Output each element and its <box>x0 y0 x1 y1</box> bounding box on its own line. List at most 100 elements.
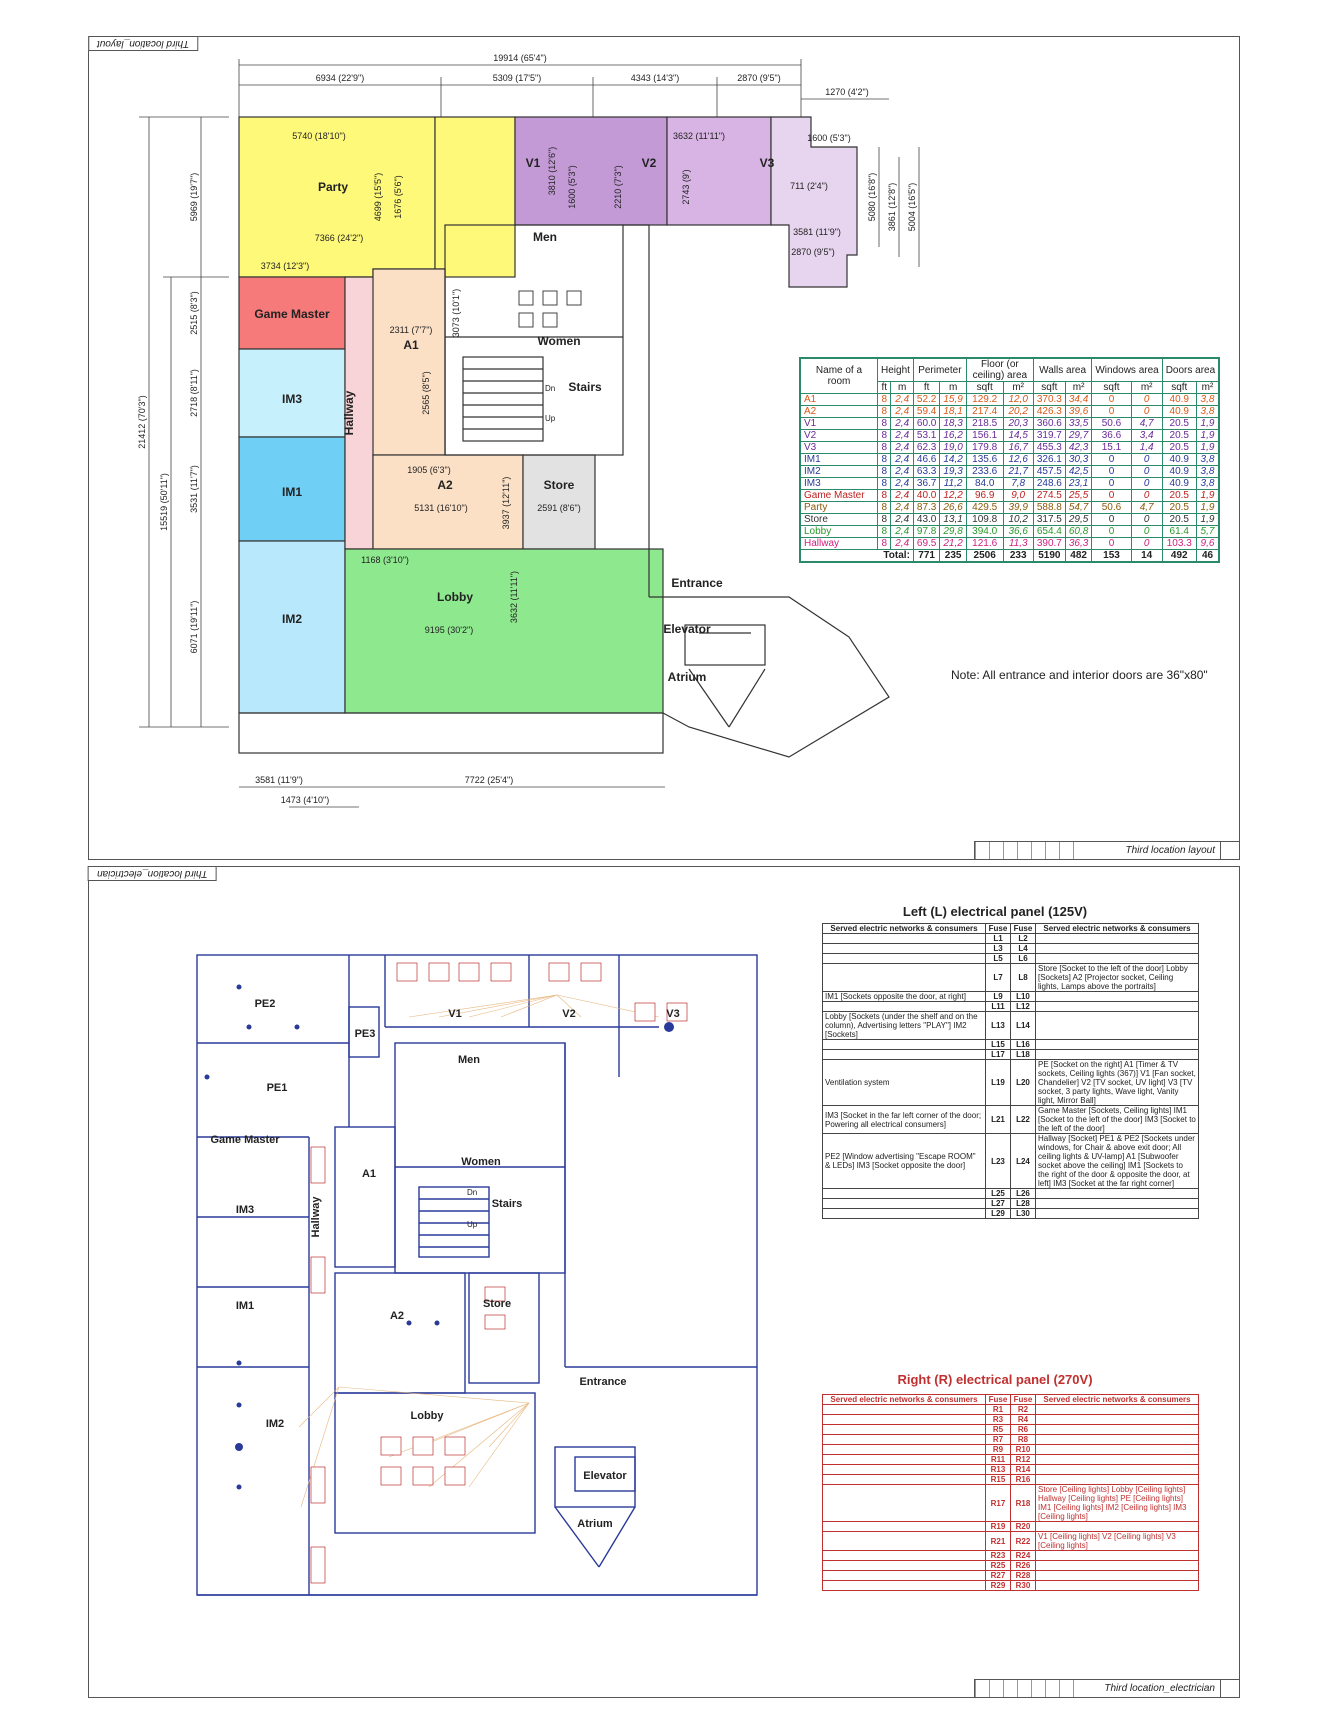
table-cell: 2,4 <box>890 489 914 502</box>
table-cell: 0 <box>1130 489 1163 502</box>
room-name-cell: V2 <box>799 429 878 442</box>
table-cell: 18,1 <box>939 405 967 418</box>
dim-v2-width: 3632 (11'11") <box>673 131 725 141</box>
table-cell: 15.1 <box>1091 441 1132 454</box>
table-cell: 14,2 <box>939 453 967 466</box>
elec-label-game-master: Game Master <box>210 1134 280 1146</box>
dim-v3-3581: 3581 (11'9") <box>793 227 841 237</box>
table-cell: 40.9 <box>1161 465 1197 478</box>
panel-left-desc <box>822 1434 986 1445</box>
table-cell: 2,4 <box>890 537 914 550</box>
room-label-stairs: Stairs <box>568 380 602 394</box>
panel-right-desc <box>1035 1474 1199 1485</box>
table-cell: 43.0 <box>912 513 941 526</box>
title-block: Third location layout <box>974 841 1239 860</box>
table-cell: 23,1 <box>1064 477 1093 490</box>
total-cell: 235 <box>939 549 967 563</box>
table-cell: 1,4 <box>1130 441 1163 454</box>
table-cell: 0 <box>1091 489 1132 502</box>
panel-right-desc <box>1035 1454 1199 1465</box>
panel-right-desc <box>1035 1444 1199 1455</box>
elec-label-pe3: PE3 <box>355 1028 376 1040</box>
th-windows-area: Windows area <box>1091 357 1163 382</box>
panel-left-desc: Ventilation system <box>822 1059 986 1106</box>
table-cell: 248.6 <box>1032 477 1066 490</box>
dim-h-2718: 2718 (8'11") <box>189 369 199 417</box>
fuse-cell: R6 <box>1010 1424 1036 1435</box>
panel-right-desc <box>1035 1188 1199 1199</box>
table-cell: 12,0 <box>1002 393 1034 406</box>
elec-label-im2: IM2 <box>266 1418 284 1430</box>
table-cell: 21,2 <box>939 537 967 550</box>
table-cell: 8 <box>876 441 892 454</box>
table-cell: 1,9 <box>1195 489 1220 502</box>
table-cell: 50.6 <box>1091 417 1132 430</box>
table-cell: 319.7 <box>1032 429 1066 442</box>
table-cell: 457.5 <box>1032 465 1066 478</box>
table-cell: 129.2 <box>965 393 1004 406</box>
table-cell: 0 <box>1091 453 1132 466</box>
table-cell: 12,2 <box>939 489 967 502</box>
table-cell: 36,6 <box>1002 525 1034 538</box>
panel-row: Lobby [Sockets (under the shelf and on t… <box>822 1011 1199 1040</box>
unit-cell: m² <box>1195 381 1220 394</box>
fuse-cell: R29 <box>985 1580 1011 1591</box>
dim-bottom-7722: 7722 (25'4") <box>465 775 513 785</box>
dim-a2-5131: 5131 (16'10") <box>414 503 467 513</box>
table-cell: 16,2 <box>939 429 967 442</box>
fuse-cell: R24 <box>1010 1550 1036 1561</box>
table-cell: 16,7 <box>1002 441 1034 454</box>
fuse-cell: L4 <box>1010 943 1036 954</box>
dim-a1-2311: 2311 (7'7") <box>390 325 433 335</box>
room-label-store: Store <box>544 478 575 492</box>
store-room <box>522 454 596 550</box>
room-name-cell: IM2 <box>799 465 878 478</box>
unit-cell: sqft <box>1091 381 1132 394</box>
unit-cell: sqft <box>1161 381 1197 394</box>
table-cell: 15,9 <box>939 393 967 406</box>
room-label-men: Men <box>533 230 557 244</box>
table-cell: 2,4 <box>890 429 914 442</box>
table-cell: 59.4 <box>912 405 941 418</box>
fuse-cell: R3 <box>985 1414 1011 1425</box>
table-cell: 36,3 <box>1064 537 1093 550</box>
table-cell: 156.1 <box>965 429 1004 442</box>
total-label: Total: <box>799 549 914 563</box>
table-cell: 8 <box>876 393 892 406</box>
table-cell: 394.0 <box>965 525 1004 538</box>
unit-cell: sqft <box>1032 381 1066 394</box>
dim-h-1600: 1600 (5'3") <box>567 165 577 208</box>
table-cell: 20.5 <box>1161 429 1197 442</box>
total-cell: 2506 <box>965 549 1004 563</box>
th-walls-area: Walls area <box>1032 357 1093 382</box>
fuse-cell: R25 <box>985 1560 1011 1571</box>
table-cell: 3,8 <box>1195 393 1220 406</box>
elec-label-v3: V3 <box>666 1008 679 1020</box>
table-cell: 1,9 <box>1195 417 1220 430</box>
table-cell: 97.8 <box>912 525 941 538</box>
table-cell: 1,9 <box>1195 429 1220 442</box>
dim-h-2210: 2210 (7'3") <box>613 165 623 208</box>
dim-v3-2870: 2870 (9'5") <box>791 247 834 257</box>
panel-left-desc: Lobby [Sockets (under the shelf and on t… <box>822 1011 986 1040</box>
layout-sheet: Third location_layout <box>88 36 1240 860</box>
table-cell: 39,9 <box>1002 501 1034 514</box>
elec-label-pe1: PE1 <box>267 1082 288 1094</box>
panel-left-desc <box>822 1198 986 1209</box>
room-name-cell: A2 <box>799 405 878 418</box>
table-cell: 40.9 <box>1161 477 1197 490</box>
table-cell: 60.0 <box>912 417 941 430</box>
fuse-cell: L22 <box>1010 1105 1036 1134</box>
fuse-cell: L5 <box>985 953 1011 964</box>
doors-note: Note: All entrance and interior doors ar… <box>951 668 1208 682</box>
